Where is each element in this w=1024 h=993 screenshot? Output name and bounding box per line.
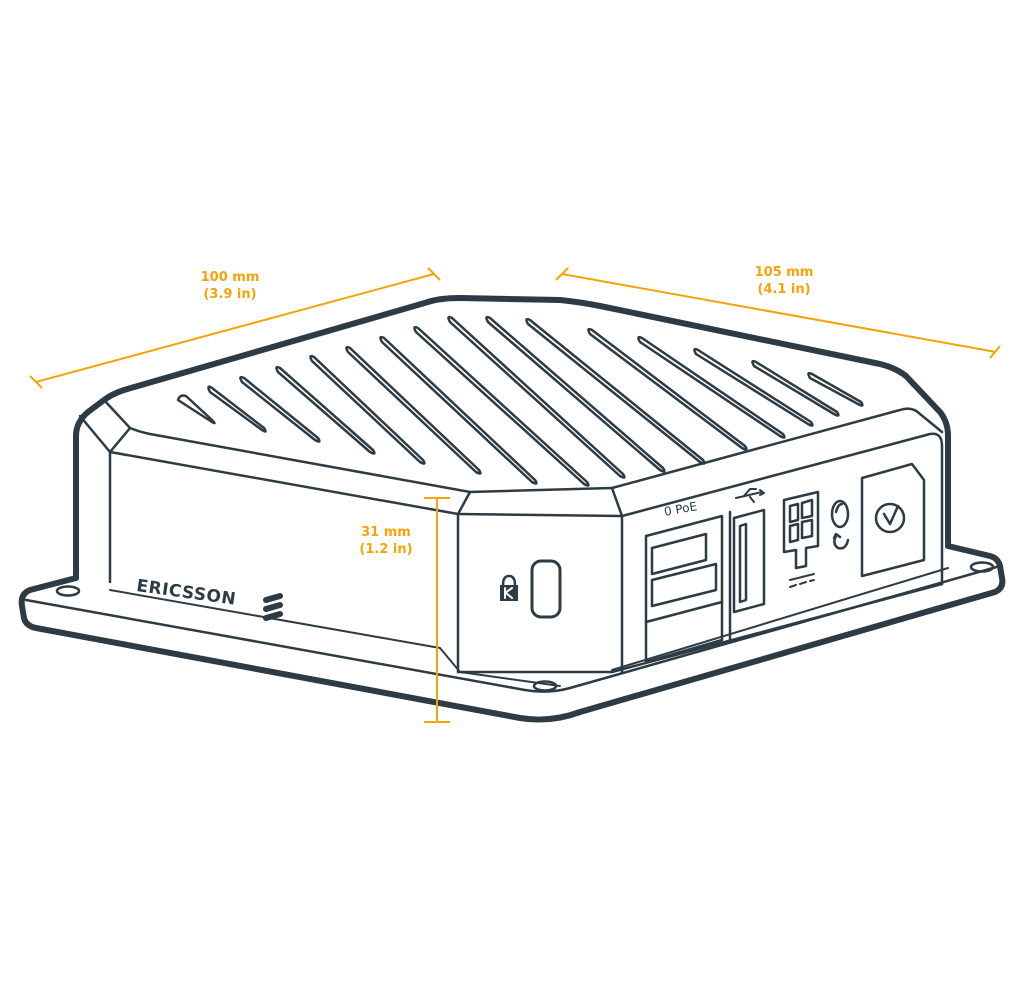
mounting-hole (969, 561, 995, 573)
dimension-lines (29, 267, 1001, 723)
ethernet-port-icon (644, 510, 732, 664)
usb-port (732, 508, 766, 614)
height-imperial: (1.2 in) (359, 542, 413, 557)
kensington-lock-icon (500, 574, 518, 601)
depth-metric: 105 mm (754, 265, 814, 280)
width-dimension-label: 100 mm (3.9 in) (180, 269, 280, 303)
width-imperial: (3.9 in) (203, 287, 257, 302)
height-dimension-label: 31 mm (1.2 in) (346, 524, 426, 558)
mounting-hole (532, 680, 558, 692)
body-silhouette (73, 295, 951, 581)
width-metric: 100 mm (200, 270, 260, 285)
mounting-hole (55, 585, 81, 597)
check-circle-button-icon (860, 462, 926, 578)
depth-dimension-label: 105 mm (4.1 in) (734, 264, 834, 298)
vent-slats (176, 315, 864, 487)
sim-slot-icon (782, 490, 820, 570)
height-metric: 31 mm (361, 525, 411, 540)
ericsson-three-bars-icon (263, 593, 283, 621)
dc-power-icon (789, 573, 815, 588)
depth-dimension-line (561, 273, 997, 353)
width-dimension-line (35, 273, 435, 383)
base-flange (18, 543, 1006, 723)
usb-icon (735, 488, 765, 503)
depth-imperial: (4.1 in) (757, 282, 811, 297)
reset-button-icon (830, 499, 850, 550)
lock-slot (530, 559, 562, 619)
